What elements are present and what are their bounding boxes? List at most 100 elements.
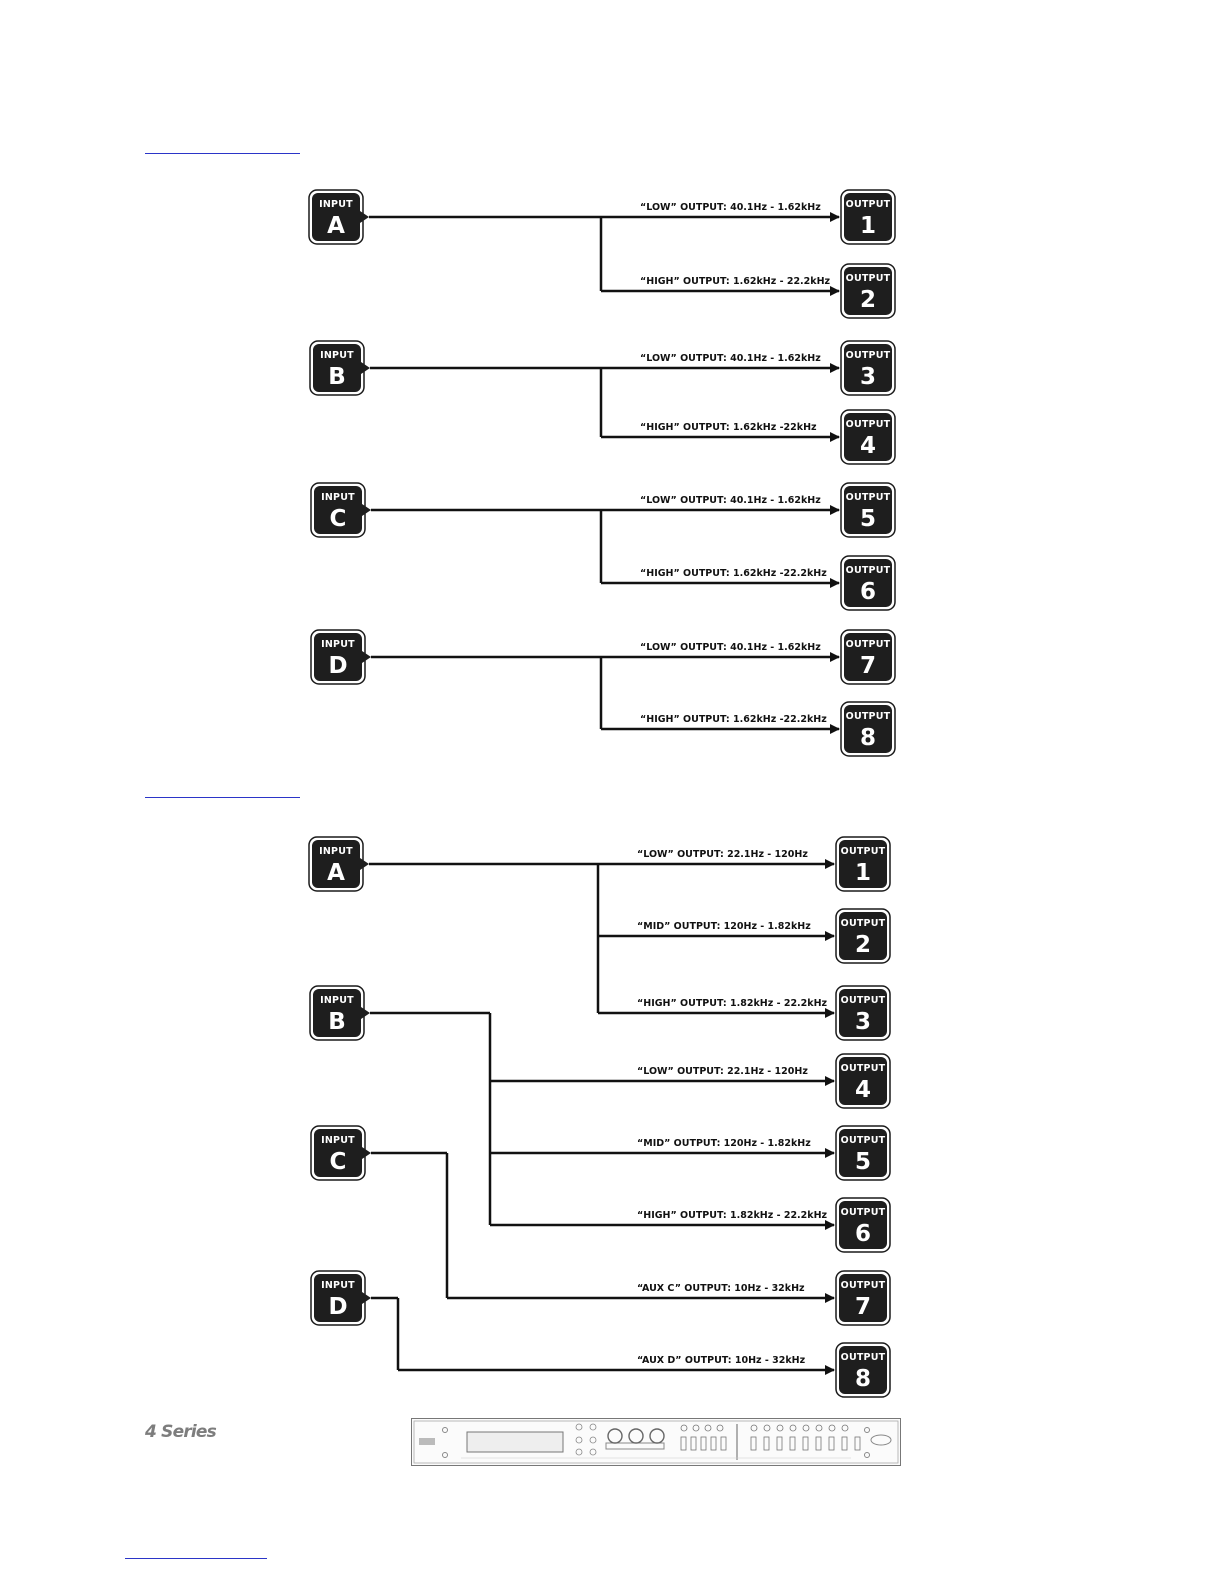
output-box-8-d2-body — [839, 1346, 887, 1394]
input-box-b-d2-prefix: INPUT — [320, 995, 354, 1006]
input-box-d-d1-prefix: INPUT — [321, 639, 355, 650]
input-box-a-d1: INPUT A — [308, 189, 369, 245]
output-box-6-d1-prefix: OUTPUT — [846, 565, 891, 576]
output-label-5-d2: “MID” OUTPUT: 120Hz - 1.82kHz — [637, 1138, 811, 1149]
input-box-a-d1-body — [312, 193, 360, 241]
device-front-panel — [411, 1418, 901, 1466]
output-box-7-d2-body — [839, 1274, 887, 1322]
footer-rule — [125, 1558, 267, 1559]
output-label-8-d1: “HIGH” OUTPUT: 1.62kHz -22.2kHz — [640, 714, 827, 725]
input-box-c-d2-body — [314, 1129, 362, 1177]
output-box-1-d2-body — [839, 840, 887, 888]
output-box-4-d2-body — [839, 1057, 887, 1105]
input-box-d-d1: INPUT D — [310, 629, 371, 685]
output-box-5-d2-id: 5 — [855, 1149, 871, 1175]
output-label-3-d1: “LOW” OUTPUT: 40.1Hz - 1.62kHz — [640, 353, 821, 364]
output-box-3-d1-id: 3 — [860, 364, 876, 390]
input-box-c-d2-id: C — [330, 1149, 347, 1175]
output-box-6-d1-body — [844, 559, 892, 607]
output-box-5-d1-prefix: OUTPUT — [846, 492, 891, 503]
output-box-8-d2: OUTPUT 8 — [835, 1342, 891, 1398]
output-label-8-d2: “AUX D” OUTPUT: 10Hz - 32kHz — [637, 1355, 806, 1366]
output-label-3-d2: “HIGH” OUTPUT: 1.82kHz - 22.2kHz — [637, 998, 828, 1009]
input-box-a-d1-connector — [360, 211, 369, 223]
output-box-7-d1-body — [844, 633, 892, 681]
output-box-2-d2-body — [839, 912, 887, 960]
output-label-7-d1: “LOW” OUTPUT: 40.1Hz - 1.62kHz — [640, 642, 821, 653]
input-box-a-d2-connector — [360, 858, 369, 870]
node-layer: INPUTAINPUTBINPUTCINPUTDOUTPUT1OUTPUT2OU… — [308, 189, 896, 1398]
output-label-6-d2: “HIGH” OUTPUT: 1.82kHz - 22.2kHz — [637, 1210, 828, 1221]
input-box-b-d2-connector — [361, 1007, 370, 1019]
output-box-5-d1-id: 5 — [860, 506, 876, 532]
output-label-4-d2: “LOW” OUTPUT: 22.1Hz - 120Hz — [637, 1066, 808, 1077]
output-box-8-d2-id: 8 — [855, 1366, 871, 1392]
section-rule-2 — [145, 797, 300, 798]
output-box-5-d1-body — [844, 486, 892, 534]
output-box-7-d2: OUTPUT 7 — [835, 1270, 891, 1326]
input-box-d-d2-id: D — [328, 1294, 347, 1320]
input-box-d-d1-id: D — [328, 653, 347, 679]
output-box-7-d2-id: 7 — [855, 1294, 871, 1320]
output-box-4-d1-body — [844, 413, 892, 461]
series-brand: 4 Series — [145, 1422, 217, 1442]
output-box-7-d1-prefix: OUTPUT — [846, 639, 891, 650]
input-box-b-d1-body — [313, 344, 361, 392]
input-box-a-d1-prefix: INPUT — [319, 199, 353, 210]
output-label-2-d1: “HIGH” OUTPUT: 1.62kHz - 22.2kHz — [640, 276, 831, 287]
output-label-5-d1: “LOW” OUTPUT: 40.1Hz - 1.62kHz — [640, 495, 821, 506]
input-box-d-d2: INPUT D — [310, 1270, 371, 1326]
output-box-2-d2-id: 2 — [855, 932, 871, 958]
input-box-c-d2-prefix: INPUT — [321, 1135, 355, 1146]
input-box-d-d2-body — [314, 1274, 362, 1322]
output-box-6-d2-body — [839, 1201, 887, 1249]
input-box-c-d1-connector — [362, 504, 371, 516]
input-box-a-d2-body — [312, 840, 360, 888]
output-box-5-d1: OUTPUT 5 — [840, 482, 896, 538]
output-box-3-d2: OUTPUT 3 — [835, 985, 891, 1041]
output-box-1-d2-id: 1 — [855, 860, 871, 886]
output-box-3-d2-prefix: OUTPUT — [841, 995, 886, 1006]
output-box-1-d1-body — [844, 193, 892, 241]
input-box-b-d2: INPUT B — [309, 985, 370, 1041]
output-box-8-d1: OUTPUT 8 — [840, 701, 896, 757]
output-box-1-d1-prefix: OUTPUT — [846, 199, 891, 210]
input-box-d-d2-prefix: INPUT — [321, 1280, 355, 1291]
output-label-4-d1: “HIGH” OUTPUT: 1.62kHz -22kHz — [640, 422, 817, 433]
output-box-7-d1: OUTPUT 7 — [840, 629, 896, 685]
output-box-4-d2-id: 4 — [855, 1077, 871, 1103]
input-box-a-d2-id: A — [327, 860, 345, 886]
output-box-7-d1-id: 7 — [860, 653, 876, 679]
input-box-a-d1-id: A — [327, 213, 345, 239]
output-box-8-d2-prefix: OUTPUT — [841, 1352, 886, 1363]
input-box-c-d2-connector — [362, 1147, 371, 1159]
output-label-1-d2: “LOW” OUTPUT: 22.1Hz - 120Hz — [637, 849, 808, 860]
output-box-3-d2-id: 3 — [855, 1009, 871, 1035]
output-box-5-d2: OUTPUT 5 — [835, 1125, 891, 1181]
output-box-2-d1-id: 2 — [860, 287, 876, 313]
output-box-8-d1-prefix: OUTPUT — [846, 711, 891, 722]
output-box-2-d1-body — [844, 267, 892, 315]
input-box-b-d1-id: B — [328, 364, 346, 390]
output-label-1-d1: “LOW” OUTPUT: 40.1Hz - 1.62kHz — [640, 202, 821, 213]
output-box-5-d2-prefix: OUTPUT — [841, 1135, 886, 1146]
output-label-6-d1: “HIGH” OUTPUT: 1.62kHz -22.2kHz — [640, 568, 827, 579]
input-box-c-d2: INPUT C — [310, 1125, 371, 1181]
output-label-2-d2: “MID” OUTPUT: 120Hz - 1.82kHz — [637, 921, 811, 932]
input-box-c-d1-id: C — [330, 506, 347, 532]
input-box-b-d2-id: B — [328, 1009, 346, 1035]
output-box-8-d1-id: 8 — [860, 725, 876, 751]
output-box-7-d2-prefix: OUTPUT — [841, 1280, 886, 1291]
output-box-6-d1-id: 6 — [860, 579, 876, 605]
